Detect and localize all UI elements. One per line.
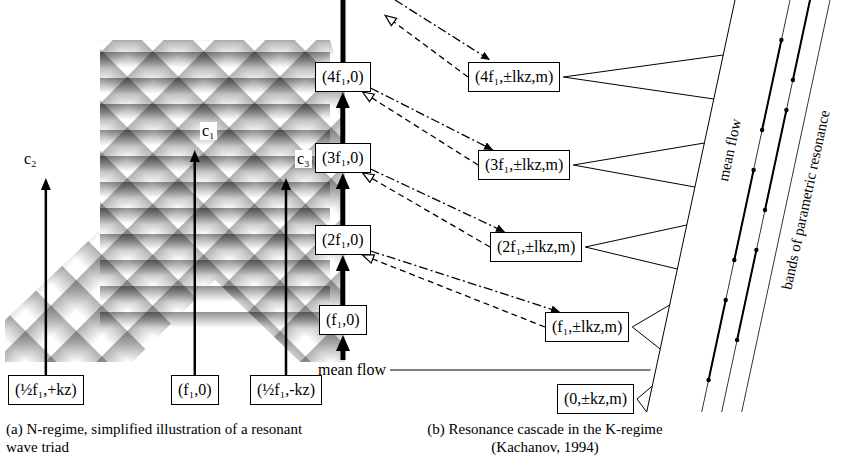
resonance-wedge	[563, 55, 723, 99]
mode-label: (2f₁,±lkz,m)	[497, 238, 575, 255]
mode-label: (2f₁,0)	[322, 231, 364, 248]
harmonic-arrow	[340, 183, 345, 225]
harmonic-arrow	[341, 345, 346, 360]
resonance-wedge	[573, 143, 704, 187]
mode-box: (3f₁,0)	[315, 143, 371, 173]
mode-label: (4f₁,0)	[322, 68, 364, 85]
mode-box: (f₁,0)	[171, 375, 219, 405]
mode-label: (½f₁,+kz)	[15, 381, 77, 398]
mode-label: (3f₁,0)	[322, 149, 364, 166]
band-label: mean flow	[715, 117, 745, 183]
band-segment	[793, 0, 810, 80]
band-dot	[706, 378, 710, 382]
band-dot	[784, 108, 788, 112]
caption: (b) Resonance cascade in the K-regime (K…	[410, 420, 680, 456]
harmonic-arrow	[341, 0, 346, 62]
mode-box: (4f₁,±lkz,m)	[468, 62, 560, 92]
mode-box: (f₁,0)	[319, 305, 367, 335]
mode-label: (4f₁,±lkz,m)	[475, 68, 553, 85]
oblique-wave-bands	[0, 30, 350, 370]
mode-box: (½f₁,-kz)	[250, 375, 322, 405]
mode-label: (½f₁,-kz)	[257, 381, 315, 398]
dashed-arrow	[372, 179, 490, 248]
mode-box: (4f₁,0)	[315, 62, 371, 92]
band-dot	[735, 338, 739, 342]
band-line	[702, 0, 790, 412]
mode-box: (2f₁,±lkz,m)	[490, 232, 582, 262]
band-segment	[762, 40, 781, 130]
wave-speed-label: c₁	[200, 122, 217, 140]
dash-dot-arrow	[395, 0, 490, 60]
band-dot	[791, 78, 795, 82]
dash-dot-arrow	[371, 88, 493, 150]
harmonic-arrow	[340, 265, 345, 305]
band-segment	[709, 300, 726, 380]
mode-label: (f₁,0)	[178, 381, 212, 398]
resonance-wedge	[632, 305, 669, 349]
band-dot	[779, 38, 783, 42]
band-dot	[754, 248, 758, 252]
mode-box: (½f₁,+kz)	[8, 375, 84, 405]
wave-speed-label: c₂	[22, 150, 39, 168]
band-dot	[763, 208, 767, 212]
harmonic-arrow	[340, 102, 345, 143]
dashed-arrow	[373, 259, 545, 327]
caption: (a) N-regime, simplified illustration of…	[6, 420, 306, 456]
band-dot	[760, 128, 764, 132]
mean-flow-line	[647, 0, 735, 412]
band-segment	[734, 170, 753, 260]
mode-label: (f₁,0)	[326, 311, 360, 328]
band-line	[742, 0, 830, 412]
dashed-arrow	[372, 98, 478, 165]
oblique-wave-bands	[0, 30, 350, 370]
band-segment	[765, 110, 786, 210]
wave-speed-arrow	[194, 158, 197, 375]
dashed-arrow	[394, 22, 468, 77]
mode-box: (f₁,±lkz,m)	[545, 312, 629, 342]
mode-box: (0,±kz,m)	[557, 384, 634, 414]
band-dot	[724, 298, 728, 302]
band-segment	[737, 250, 756, 340]
band-dots	[706, 38, 795, 382]
wave-speed-arrow	[285, 186, 288, 375]
band-label: mean flow	[318, 361, 386, 379]
band-dot	[732, 258, 736, 262]
mean-flow-line	[390, 370, 651, 371]
wave-speed-arrow	[45, 186, 48, 375]
resonance-wedge	[637, 386, 652, 412]
band-dot	[751, 168, 755, 172]
wave-pattern	[0, 30, 350, 370]
mode-label: (3f₁,±lkz,m)	[485, 156, 563, 173]
mode-box: (2f₁,0)	[315, 225, 371, 255]
mode-label: (f₁,±lkz,m)	[552, 318, 622, 335]
wave-speed-label: c₃	[295, 150, 312, 168]
resonance-wedge	[585, 225, 687, 269]
mode-label: (0,±kz,m)	[564, 390, 627, 407]
mode-box: (3f₁,±lkz,m)	[478, 150, 570, 180]
